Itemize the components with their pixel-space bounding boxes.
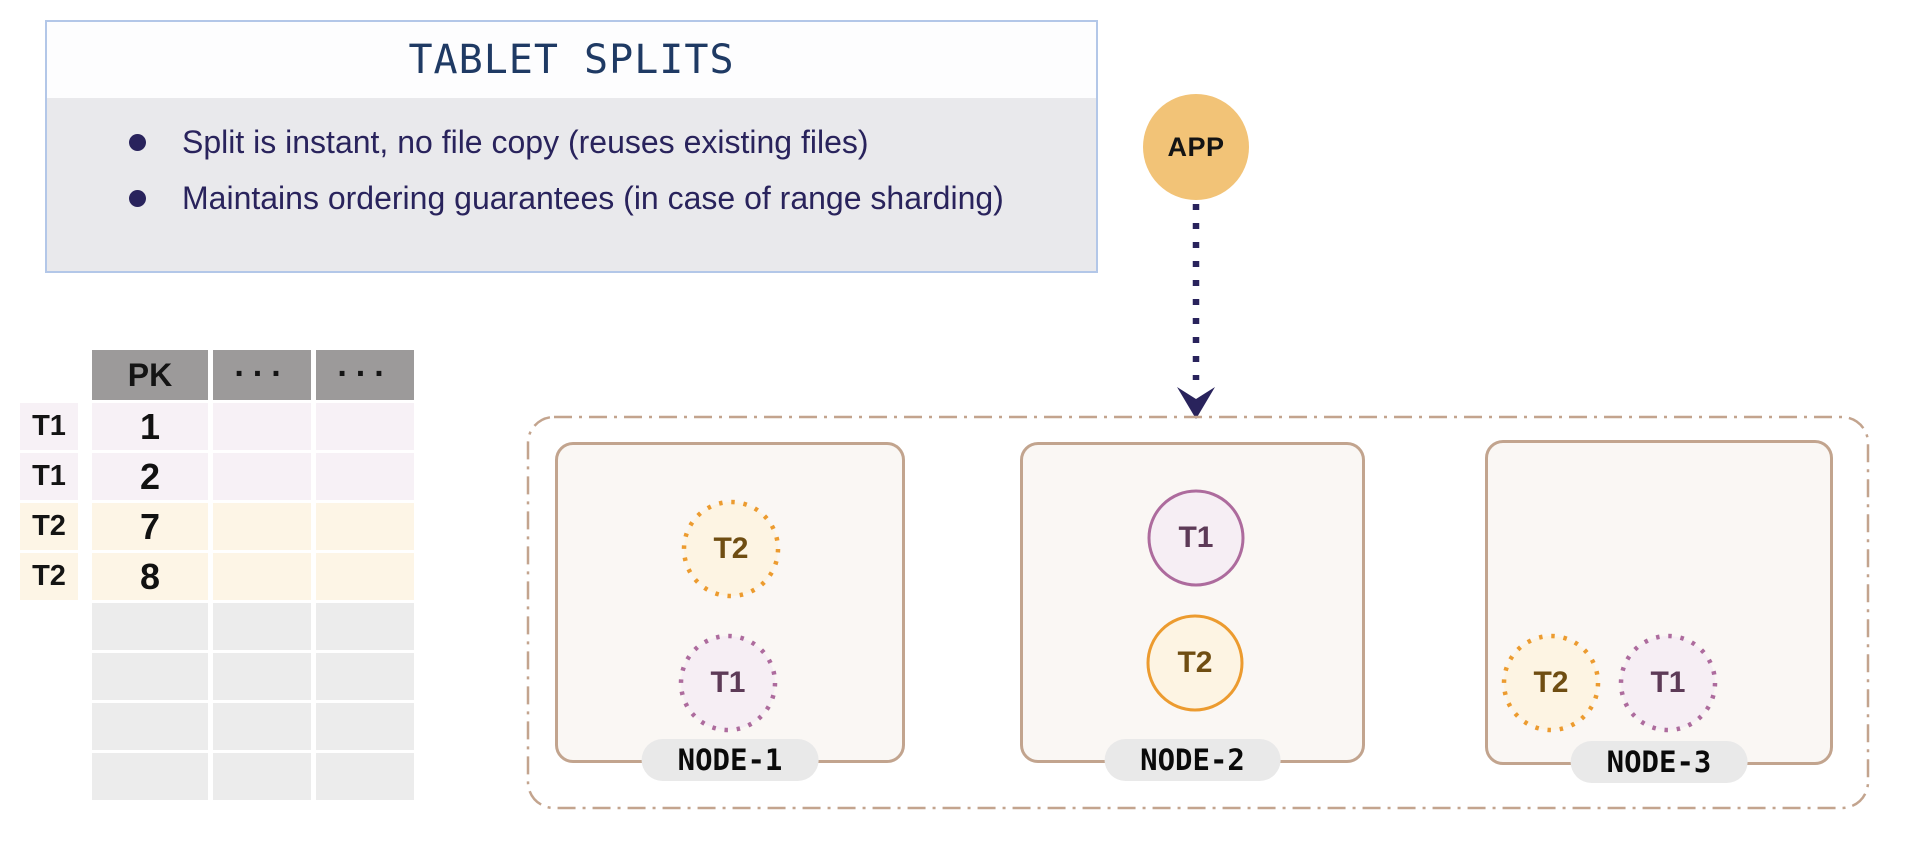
table-cell-empty: [213, 653, 311, 700]
tablet-ring-icon: [1501, 633, 1601, 733]
bullet-icon: [129, 190, 146, 207]
table-cell-empty: [213, 703, 311, 750]
table-cell-pk: 2: [92, 453, 208, 500]
app-to-cluster-arrow-icon: [1177, 204, 1215, 419]
column-header-dots: ...: [213, 346, 311, 400]
table-cell-empty: [316, 603, 414, 650]
table-cell: [213, 503, 311, 550]
tablet-ring-icon: [681, 499, 781, 599]
table-cell-empty: [92, 653, 208, 700]
table-cell-pk: 7: [92, 503, 208, 550]
bullet-item: Maintains ordering guarantees (in case o…: [47, 170, 1096, 226]
table-cell-empty: [92, 753, 208, 800]
tablet-label: T1: [710, 666, 746, 699]
tablet-label: T1: [1650, 666, 1686, 699]
tablet-ring-icon: [678, 633, 778, 733]
tablet-t1: T1: [1146, 488, 1246, 588]
tablet-label: T2: [713, 532, 749, 565]
tablet-label: T1: [1178, 521, 1214, 554]
cluster-boundary: [526, 415, 1870, 810]
table-cell: [316, 453, 414, 500]
info-callout-body: Split is instant, no file copy (reuses e…: [47, 98, 1096, 236]
bullet-icon: [129, 134, 146, 151]
table-cell-pk: 1: [92, 403, 208, 450]
tablet-t2: T2: [1501, 633, 1601, 733]
info-callout-box: TABLET SPLITS Split is instant, no file …: [45, 20, 1098, 273]
node-name-badge: NODE-3: [1570, 741, 1748, 783]
node-name-badge: NODE-1: [641, 739, 819, 781]
column-header-pk: PK: [92, 350, 208, 400]
table-cell-empty: [316, 703, 414, 750]
app-node: APP: [1143, 94, 1249, 200]
row-label: T1: [20, 403, 78, 450]
tablet-t1: T1: [678, 633, 778, 733]
table-cell-pk: 8: [92, 553, 208, 600]
node-2-box: T1 T2 NODE-2: [1020, 442, 1365, 781]
node-name-badge: NODE-2: [1104, 739, 1281, 781]
app-label: APP: [1167, 131, 1225, 162]
tablet-label: T2: [1533, 666, 1569, 699]
tablet-ring-icon: [1618, 633, 1718, 733]
node-1-box: T2 T1 NODE-1: [555, 442, 905, 781]
column-header-dots: ...: [316, 346, 414, 400]
tablet-ring-icon: [1147, 489, 1245, 587]
table-cell-empty: [316, 653, 414, 700]
bullet-text: Split is instant, no file copy (reuses e…: [182, 124, 869, 160]
table-cell-empty: [92, 603, 208, 650]
table-row-label-column: T1 T1 T2 T2: [20, 403, 78, 600]
row-label: T1: [20, 453, 78, 500]
node-3-box: T2 T1 NODE-3: [1485, 440, 1833, 783]
table-cell: [213, 453, 311, 500]
tablet-t2: T2: [1145, 613, 1245, 713]
table-cell-empty: [213, 603, 311, 650]
table-cell-empty: [316, 753, 414, 800]
bullet-item: Split is instant, no file copy (reuses e…: [47, 114, 1096, 170]
tablet-label: T2: [1177, 646, 1213, 679]
table-cell: [316, 403, 414, 450]
tablet-t2: T2: [681, 499, 781, 599]
row-label: T2: [20, 553, 78, 600]
bullet-text: Maintains ordering guarantees (in case o…: [182, 180, 1004, 216]
tablet-t1: T1: [1618, 633, 1718, 733]
table-cell: [316, 553, 414, 600]
table-cell-empty: [213, 753, 311, 800]
page-title: TABLET SPLITS: [408, 37, 735, 83]
table-cell: [213, 553, 311, 600]
info-callout-header: TABLET SPLITS: [47, 22, 1096, 98]
pk-table: PK ... ... 1 2 7 8: [92, 346, 414, 800]
table-cell: [213, 403, 311, 450]
table-cell-empty: [92, 703, 208, 750]
tablet-ring-icon: [1146, 614, 1244, 712]
table-cell: [316, 503, 414, 550]
row-label: T2: [20, 503, 78, 550]
